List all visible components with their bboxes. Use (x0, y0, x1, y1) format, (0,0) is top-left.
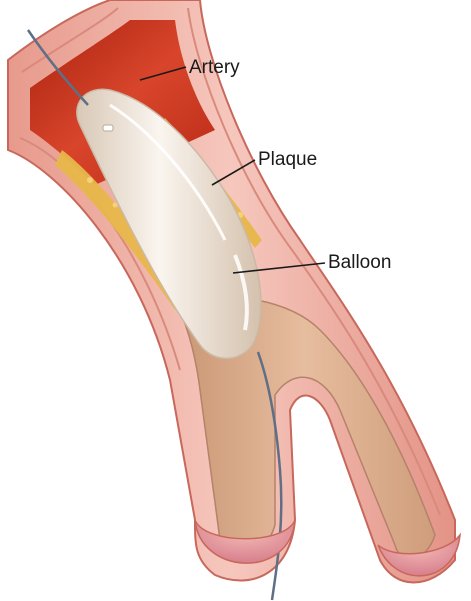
label-balloon-text: Balloon (328, 252, 391, 273)
label-artery-text: Artery (189, 57, 240, 78)
label-plaque-text: Plaque (258, 149, 317, 170)
